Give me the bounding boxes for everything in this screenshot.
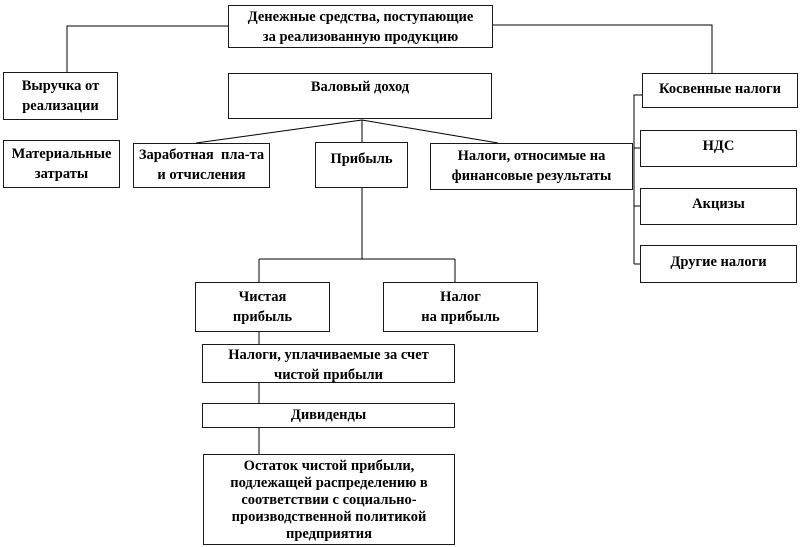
connector-gross-taxes-financial: [361, 119, 499, 144]
node-cash-received: Денежные средства, поступающие за реализ…: [228, 5, 493, 48]
node-excise: Акцизы: [640, 188, 797, 225]
connector-cash-indirect-taxes: [493, 24, 713, 73]
node-gross-income: Валовый доход: [228, 73, 492, 119]
node-vat: НДС: [640, 130, 797, 167]
node-net-profit: Чистая прибыль: [195, 282, 330, 332]
node-material-costs: Материальные затраты: [3, 140, 120, 188]
connector-gross-salary: [195, 119, 363, 144]
connector-cash-revenue: [66, 25, 228, 72]
node-sales-revenue: Выручка от реализации: [3, 72, 118, 120]
node-salary-deductions: Заработная пла-та и отчисления: [133, 143, 270, 188]
node-profit-tax: Налог на прибыль: [383, 282, 538, 332]
node-other-taxes: Другие налоги: [640, 245, 797, 283]
node-taxes-financial: Налоги, относимые на финансовые результа…: [430, 143, 633, 190]
connector-indirect-spine: [633, 94, 642, 264]
node-indirect-taxes: Косвенные налоги: [642, 73, 798, 108]
node-residual-net-profit: Остаток чистой прибыли, подлежащей распр…: [203, 454, 455, 545]
node-taxes-from-net-profit: Налоги, уплачиваемые за счет чистой приб…: [202, 344, 455, 383]
node-dividends: Дивиденды: [202, 403, 455, 428]
node-profit: Прибыль: [315, 142, 408, 188]
